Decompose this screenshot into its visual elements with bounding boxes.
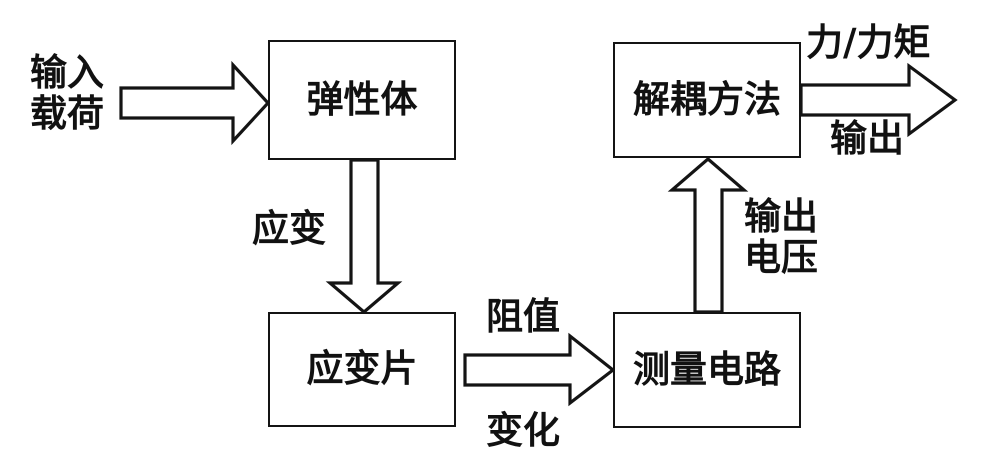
label-resistance-change-line1: 变化 [486,409,560,452]
node-measuring-circuit-label: 测量电路 [633,347,781,391]
label-force-torque: 力/力矩 [806,21,931,64]
arrow-circuit-to-decoupling [667,156,749,314]
label-output-line1: 输出 [830,117,904,160]
label-strain-line1: 应变 [252,207,326,250]
label-resistance-value: 阻值 [486,295,560,338]
node-decoupling-method-label: 解耦方法 [633,77,781,121]
arrow-elastic-to-gauge [325,158,403,315]
arrow-input-to-elastic [119,60,271,146]
label-output-voltage: 输出 电压 [744,196,818,279]
node-elastic-body-label: 弹性体 [306,77,418,121]
label-force-torque-line1: 力/力矩 [806,21,931,64]
node-elastic-body[interactable]: 弹性体 [268,40,456,160]
node-decoupling-method[interactable]: 解耦方法 [613,42,801,158]
label-output-voltage-line1: 输出 [744,195,818,238]
label-input-load-line1: 输入 [30,51,104,94]
label-resistance-value-line1: 阻值 [486,295,560,338]
label-input-load: 输入 载荷 [30,52,104,135]
node-measuring-circuit[interactable]: 测量电路 [613,312,801,428]
label-output: 输出 [830,117,904,160]
node-strain-gauge-label: 应变片 [306,347,418,391]
label-strain: 应变 [252,207,326,250]
node-strain-gauge[interactable]: 应变片 [268,312,456,427]
arrow-gauge-to-circuit [463,332,616,407]
label-input-load-line2: 载荷 [30,92,104,136]
arrow-decoupling-to-output [799,62,958,138]
label-output-voltage-line2: 电压 [744,236,818,280]
label-resistance-change: 变化 [486,409,560,452]
